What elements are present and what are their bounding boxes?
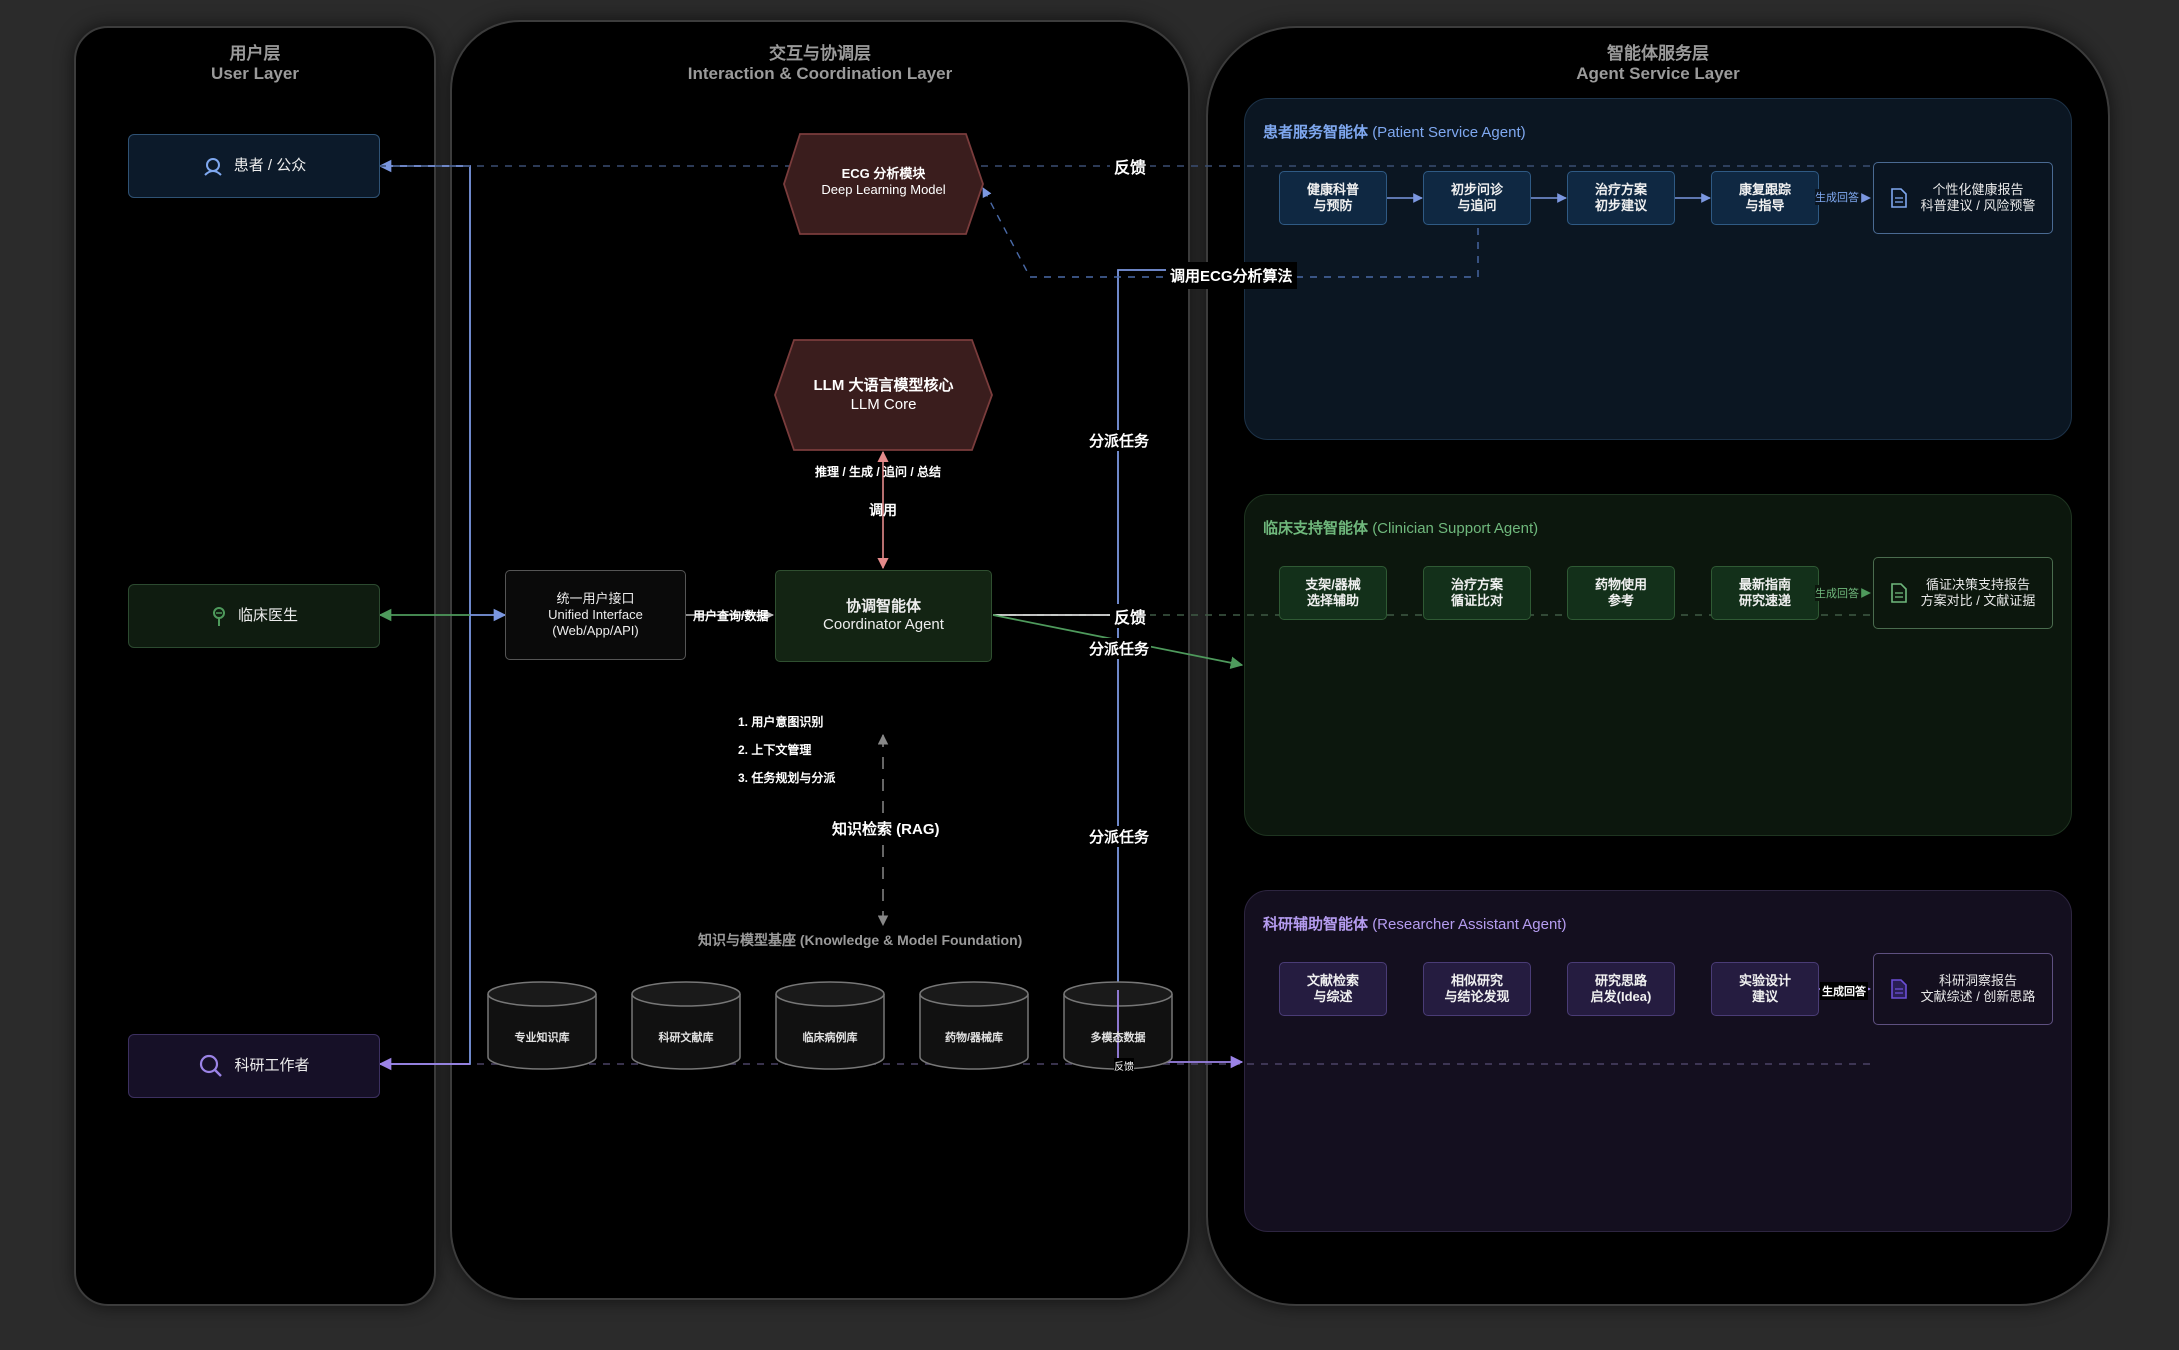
multimodal-data-db[interactable]: 多模态数据 xyxy=(1090,1032,1146,1044)
llm-core-title: LLM 大语言模型核心 xyxy=(813,377,954,394)
unified-interface-channels: (Web/App/API) xyxy=(552,623,639,638)
patient-step-treatment-advice[interactable]: 治疗方案 初步建议 xyxy=(1567,171,1675,225)
ecg-module-title: ECG 分析模块 xyxy=(841,166,926,181)
feedback-label-patient: 反馈 xyxy=(1110,154,1151,178)
researcher-label: 科研工作者 xyxy=(234,1057,310,1074)
professional-knowledge-db[interactable]: 专业知识库 xyxy=(514,1032,570,1044)
clinician-step-drug-reference[interactable]: 药物使用 参考 xyxy=(1567,566,1675,620)
gen-answer-label-research: 生成回答 xyxy=(1820,982,1868,1000)
clinician-user[interactable]: 临床医生 xyxy=(128,584,380,648)
clinician-step-stent-selection[interactable]: 支架/器械 选择辅助 xyxy=(1279,566,1387,620)
document-icon xyxy=(1890,188,1907,208)
patient-service-agent-group: 患者服务智能体 (Patient Service Agent) xyxy=(1244,98,2072,440)
gen-answer-label-patient: 生成回答 xyxy=(1815,189,1859,205)
patient-report-title: 个性化健康报告 xyxy=(1932,182,2024,197)
unified-interface[interactable]: 统一用户接口 Unified Interface (Web/App/API) xyxy=(505,570,686,660)
patient-agent-name-cn: 患者服务智能体 xyxy=(1263,124,1369,141)
clinical-case-db[interactable]: 临床病例库 xyxy=(802,1032,858,1044)
patient-report-subtitle: 科普建议 / 风险预警 xyxy=(1920,198,2036,213)
clinician-report-title: 循证决策支持报告 xyxy=(1925,577,2030,592)
research-insight-report[interactable]: 科研洞察报告 文献综述 / 创新思路 xyxy=(1873,953,2053,1025)
stethoscope-icon xyxy=(212,607,225,626)
document-icon xyxy=(1890,583,1907,603)
ecg-module-subtitle: Deep Learning Model xyxy=(821,182,946,197)
clinician-agent-name-cn: 临床支持智能体 xyxy=(1263,520,1369,537)
feedback-label-clinician: 反馈 xyxy=(1110,604,1151,628)
research-step-experiment-design[interactable]: 实验设计 建议 xyxy=(1711,962,1819,1016)
researcher-user[interactable]: 科研工作者 xyxy=(128,1034,380,1098)
coordinator-steps: 1. 用户意图识别 2. 上下文管理 3. 任务规划与分派 xyxy=(738,708,835,792)
unified-interface-subtitle: Unified Interface xyxy=(548,607,643,622)
researcher-agent-name-cn: 科研辅助智能体 xyxy=(1263,916,1369,933)
patient-public-label: 患者 / 公众 xyxy=(233,157,307,174)
coordinator-step-2: 2. 上下文管理 xyxy=(738,743,812,757)
invoke-label: 调用 xyxy=(869,502,897,518)
coordinator-agent-subtitle: Coordinator Agent xyxy=(823,616,944,633)
coordinator-agent-title: 协调智能体 xyxy=(845,598,921,615)
patient-step-initial-consultation[interactable]: 初步问诊 与追问 xyxy=(1423,171,1531,225)
patient-agent-name-en: (Patient Service Agent) xyxy=(1372,124,1526,141)
agent-layer-title-en: Agent Service Layer xyxy=(1576,64,1740,83)
user-layer-title-en: User Layer xyxy=(211,64,299,83)
coord-layer-title-cn: 交互与协调层 xyxy=(769,44,871,63)
ecg-module[interactable]: ECG 分析模块 Deep Learning Model xyxy=(784,166,983,198)
call-ecg-label: 调用ECG分析算法 xyxy=(1166,262,1297,289)
research-report-title: 科研洞察报告 xyxy=(1938,973,2017,988)
drug-device-db[interactable]: 药物/器械库 xyxy=(944,1032,1004,1044)
gen-answer-label-clinician: 生成回答 xyxy=(1815,585,1859,601)
clinician-support-agent-group: 临床支持智能体 (Clinician Support Agent) xyxy=(1244,494,2072,836)
research-step-idea-inspiration[interactable]: 研究思路 启发(Idea) xyxy=(1567,962,1675,1016)
researcher-assistant-agent-group: 科研辅助智能体 (Researcher Assistant Agent) xyxy=(1244,890,2072,1232)
researcher-agent-title: 科研辅助智能体 (Researcher Assistant Agent) xyxy=(1263,913,1566,934)
clinician-label: 临床医生 xyxy=(237,607,298,624)
coordination-layer-title: 交互与协调层 Interaction & Coordination Layer xyxy=(452,44,1188,84)
foundation-title: 知识与模型基座 (Knowledge & Model Foundation) xyxy=(698,932,1023,948)
clinician-report-subtitle: 方案对比 / 文献证据 xyxy=(1920,593,2036,608)
research-literature-db[interactable]: 科研文献库 xyxy=(658,1032,714,1044)
patient-step-rehab-tracking[interactable]: 康复跟踪 与指导 xyxy=(1711,171,1819,225)
dispatch-label-clinician: 分派任务 xyxy=(1087,638,1152,659)
search-icon xyxy=(200,1054,223,1077)
researcher-agent-name-en: (Researcher Assistant Agent) xyxy=(1372,916,1567,933)
coord-layer-title-en: Interaction & Coordination Layer xyxy=(687,64,953,83)
rag-label: 知识检索 (RAG) xyxy=(830,816,942,841)
clinician-step-evidence-compare[interactable]: 治疗方案 循证比对 xyxy=(1423,566,1531,620)
llm-core-caption: 推理 / 生成 / 追问 / 总结 xyxy=(815,465,942,479)
patient-public-user[interactable]: 患者 / 公众 xyxy=(128,134,380,198)
coordinator-step-3: 3. 任务规划与分派 xyxy=(738,771,836,785)
clinician-decision-report[interactable]: 循证决策支持报告 方案对比 / 文献证据 xyxy=(1873,557,2053,629)
dispatch-label-research: 分派任务 xyxy=(1087,826,1152,847)
patient-step-health-education[interactable]: 健康科普 与预防 xyxy=(1279,171,1387,225)
research-step-literature-review[interactable]: 文献检索 与综述 xyxy=(1279,962,1387,1016)
patient-agent-title: 患者服务智能体 (Patient Service Agent) xyxy=(1263,121,1526,142)
user-layer-title: 用户层 User Layer xyxy=(76,44,434,84)
llm-core-subtitle: LLM Core xyxy=(850,396,917,413)
clinician-step-guideline-news[interactable]: 最新指南 研究速递 xyxy=(1711,566,1819,620)
user-query-label: 用户查询/数据 xyxy=(693,609,769,623)
research-step-similar-studies[interactable]: 相似研究 与结论发现 xyxy=(1423,962,1531,1016)
research-report-subtitle: 文献综述 / 创新思路 xyxy=(1920,989,2036,1004)
agent-layer-title: 智能体服务层 Agent Service Layer xyxy=(1208,44,2108,84)
coordinator-agent[interactable]: 协调智能体 Coordinator Agent xyxy=(775,570,992,662)
llm-core[interactable]: LLM 大语言模型核心 LLM Core xyxy=(775,376,992,414)
clinician-agent-title: 临床支持智能体 (Clinician Support Agent) xyxy=(1263,517,1538,538)
agent-layer-title-cn: 智能体服务层 xyxy=(1607,44,1709,63)
person-icon xyxy=(204,158,222,176)
coordinator-step-1: 1. 用户意图识别 xyxy=(738,715,824,729)
clinician-agent-name-en: (Clinician Support Agent) xyxy=(1372,520,1539,537)
patient-health-report[interactable]: 个性化健康报告 科普建议 / 风险预警 xyxy=(1873,162,2053,234)
user-layer-title-cn: 用户层 xyxy=(229,44,281,63)
dispatch-label-patient: 分派任务 xyxy=(1087,430,1152,451)
document-icon xyxy=(1890,979,1907,999)
feedback-label-research: 反馈 xyxy=(1114,1058,1134,1073)
unified-interface-title: 统一用户接口 xyxy=(556,591,635,606)
